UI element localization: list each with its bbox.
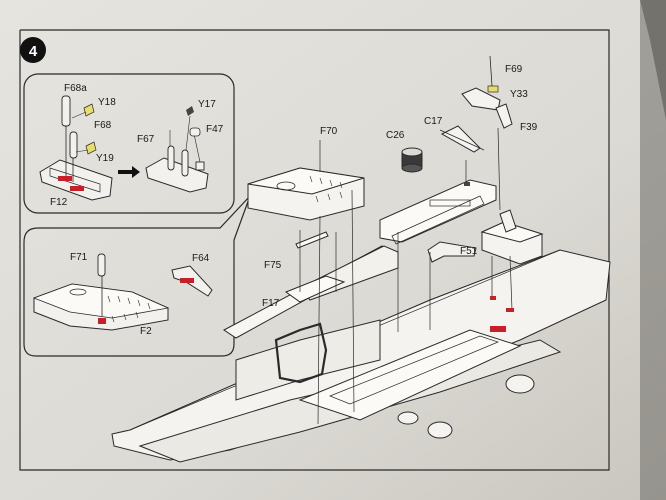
label-f71: F71 [70,252,88,263]
label-f47: F47 [206,124,224,135]
glue-mark [70,186,84,191]
label-f12: F12 [50,197,68,208]
label-y33: Y33 [510,89,528,100]
label-y19: Y19 [96,153,114,164]
step-badge: 4 [20,37,46,63]
glue-mark [506,308,514,312]
label-f39: F39 [520,122,538,133]
glue-mark [490,296,496,300]
mounting-tab [464,182,470,186]
label-y17: Y17 [198,99,216,110]
glue-mark [490,326,506,332]
label-c17: C17 [424,116,443,127]
c26-cylinder [401,147,423,173]
road-wheels [397,374,535,439]
label-f51: F51 [460,246,478,257]
label-f70: F70 [320,126,338,137]
glue-mark [58,176,72,181]
page-shadow [640,0,666,500]
glue-mark [180,278,194,283]
glue-mark [98,318,106,324]
arrow-icon [118,166,140,178]
step-frame [19,29,610,471]
inset-f12-assembly: F68a Y18 F68 Y19 F12 Y17 F67 F47 [23,73,235,214]
step-number: 4 [29,43,38,60]
label-f69: F69 [505,64,523,75]
c17-f39-parts [439,55,544,265]
label-f64: F64 [192,253,210,264]
inset-f2-assembly: F71 F64 F2 [23,195,251,357]
upper-box-assembly [247,167,365,221]
label-f17: F17 [262,298,280,309]
label-f68: F68 [94,120,112,131]
main-hull-assembly [111,179,611,463]
guide-lines [299,127,513,425]
label-y18: Y18 [98,97,116,108]
label-f68a: F68a [64,83,87,94]
label-c26: C26 [386,130,405,141]
label-f75: F75 [264,260,282,271]
label-f2: F2 [140,326,152,337]
label-f67: F67 [137,134,155,145]
